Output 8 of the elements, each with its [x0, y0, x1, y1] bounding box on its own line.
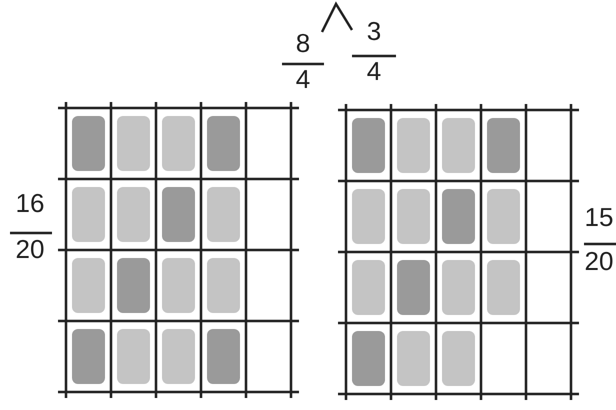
- fraction-number: 15: [584, 204, 614, 230]
- fraction-number: 3: [366, 18, 382, 44]
- fraction-number: 20: [584, 248, 614, 274]
- fraction-number: 4: [294, 66, 312, 92]
- fraction-number: 4: [366, 58, 382, 84]
- fraction-number: 16: [14, 190, 46, 216]
- fraction-number: 20: [14, 236, 46, 262]
- fraction-number: 8: [294, 30, 312, 56]
